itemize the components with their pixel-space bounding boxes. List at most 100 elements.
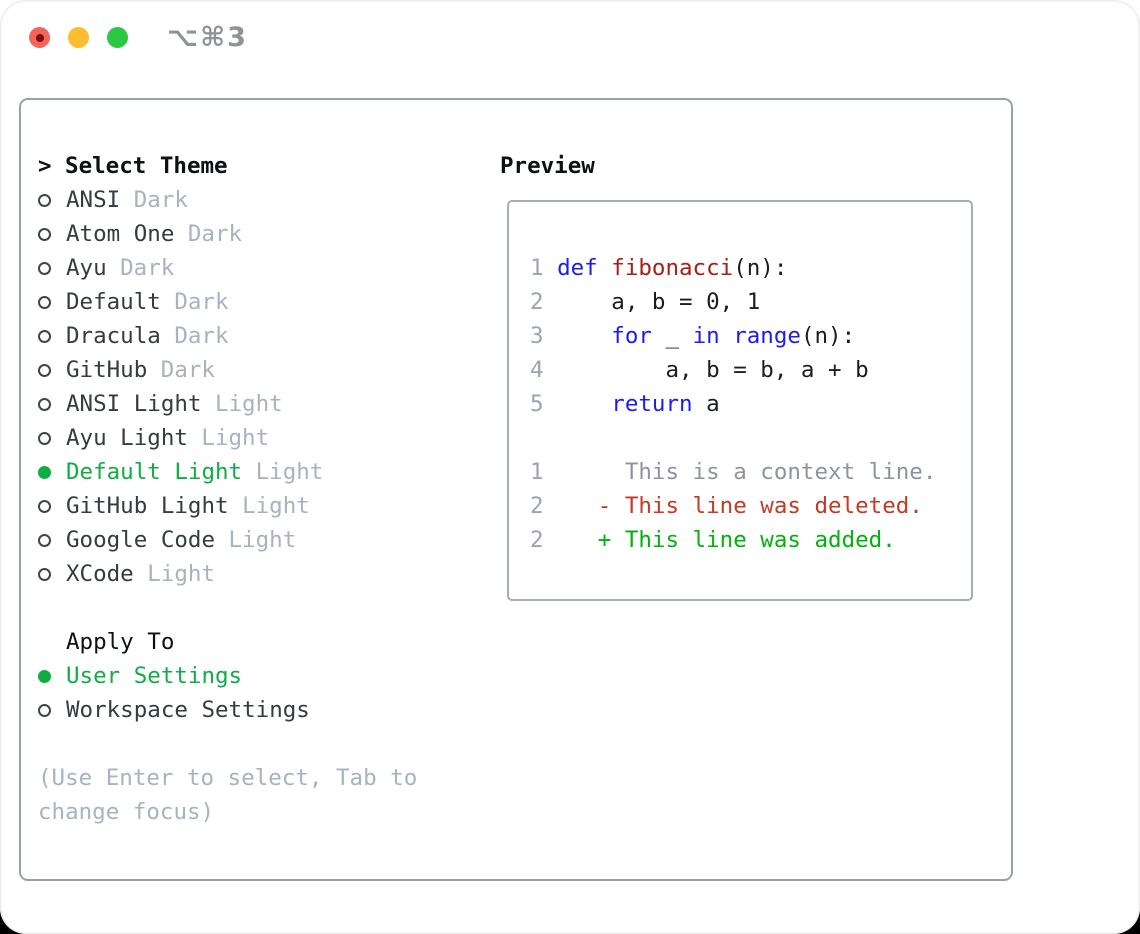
code-segment-context: This is a context line. <box>557 459 937 485</box>
minimize-button[interactable] <box>68 27 89 48</box>
theme-option-ansi[interactable]: ANSI Dark <box>38 183 417 217</box>
theme-option-github-light[interactable]: GitHub Light Light <box>38 489 417 523</box>
code-segment-plain: a, b = 0, 1 <box>557 289 761 315</box>
radio-icon <box>38 261 51 275</box>
theme-variant: Light <box>201 425 270 451</box>
hint-line-1: (Use Enter to select, Tab to <box>38 765 418 791</box>
radio-icon <box>38 193 51 207</box>
focus-caret-icon: > <box>38 153 52 179</box>
line-number: 1 <box>530 459 558 485</box>
select-theme-header: > Select Theme <box>38 149 417 183</box>
theme-variant: Dark <box>120 255 175 281</box>
theme-option-google-code[interactable]: Google Code Light <box>38 523 417 557</box>
code-line: 5 return a <box>530 387 971 421</box>
code-segment-kw: for <box>611 323 652 349</box>
theme-variant: Light <box>147 561 215 587</box>
code-segment-kw: in <box>692 323 720 349</box>
theme-name: GitHub Light <box>66 493 229 519</box>
theme-option-default-light[interactable]: Default Light Light <box>38 455 417 489</box>
theme-variant: Light <box>255 459 324 485</box>
code-segment-plain: _ <box>651 323 693 349</box>
code-segment-add: + This line was added. <box>557 527 896 553</box>
apply-option-label: Workspace Settings <box>66 697 310 723</box>
radio-icon <box>38 567 51 581</box>
code-segment-plain: (n): <box>800 323 856 349</box>
radio-selected-icon <box>38 465 51 479</box>
theme-option-default[interactable]: Default Dark <box>38 285 417 319</box>
hint-line-2: change focus) <box>38 799 215 825</box>
radio-icon <box>38 227 51 241</box>
theme-variant: Light <box>214 391 283 417</box>
theme-name: GitHub <box>66 357 148 383</box>
code-segment-kw: def <box>557 255 612 281</box>
theme-name: ANSI <box>66 187 121 213</box>
code-segment-plain: a, b = b, a + b <box>557 357 869 383</box>
code-segment-plain <box>557 323 611 349</box>
radio-icon <box>38 329 51 343</box>
line-number: 2 <box>530 493 558 519</box>
theme-variant: Dark <box>133 187 188 213</box>
line-number: 3 <box>530 323 558 349</box>
spacer <box>38 591 417 625</box>
preview-header: Preview <box>500 153 595 179</box>
code-line <box>530 421 971 455</box>
code-segment-del: - This line was deleted. <box>557 493 923 519</box>
theme-name: Default Light <box>66 459 243 485</box>
code-line: 4 a, b = b, a + b <box>530 353 971 387</box>
code-line: 2 a, b = 0, 1 <box>530 285 971 319</box>
apply-option-workspace-settings[interactable]: Workspace Settings <box>38 693 417 727</box>
code-segment-plain <box>720 323 734 349</box>
code-segment-plain: a <box>692 391 720 417</box>
code-line: 2 - This line was deleted. <box>530 489 971 523</box>
line-number: 5 <box>530 391 558 417</box>
radio-icon <box>38 533 51 547</box>
theme-variant: Light <box>242 493 310 519</box>
apply-option-user-settings[interactable]: User Settings <box>38 659 417 693</box>
theme-variant: Dark <box>160 357 215 383</box>
radio-icon <box>38 499 51 513</box>
code-line: 1 def fibonacci(n): <box>530 251 971 285</box>
theme-option-ansi-light[interactable]: ANSI Light Light <box>38 387 417 421</box>
spacer <box>38 727 417 761</box>
theme-name: Ayu <box>66 255 107 281</box>
theme-name: Default <box>66 289 161 315</box>
theme-option-ayu[interactable]: Ayu Dark <box>38 251 417 285</box>
theme-name: Ayu Light <box>66 425 188 451</box>
radio-selected-icon <box>38 669 51 683</box>
theme-option-ayu-light[interactable]: Ayu Light Light <box>38 421 417 455</box>
code-line: 3 for _ in range(n): <box>530 319 971 353</box>
theme-name: Google Code <box>66 527 216 553</box>
theme-name: XCode <box>66 561 134 587</box>
theme-name: Dracula <box>66 323 161 349</box>
traffic-lights <box>29 27 128 48</box>
select-theme-title: Select Theme <box>65 153 228 179</box>
theme-option-github[interactable]: GitHub Dark <box>38 353 417 387</box>
apply-to-title: Apply To <box>66 629 175 655</box>
radio-icon <box>38 703 51 717</box>
line-number: 2 <box>530 527 558 553</box>
theme-variant: Dark <box>174 289 229 315</box>
code-line: 1 This is a context line. <box>530 455 971 489</box>
theme-name: ANSI Light <box>66 391 202 417</box>
zoom-button[interactable] <box>107 27 128 48</box>
theme-variant: Dark <box>187 221 243 247</box>
window-shortcut-label: ⌥⌘3 <box>167 22 248 53</box>
code-segment-plain <box>557 391 611 417</box>
radio-icon <box>38 431 51 445</box>
radio-icon <box>38 397 51 411</box>
close-button[interactable] <box>29 27 50 48</box>
theme-variant: Light <box>228 527 297 553</box>
code-segment-kw: return <box>611 391 693 417</box>
line-number: 2 <box>530 289 558 315</box>
theme-option-xcode[interactable]: XCode Light <box>38 557 417 591</box>
apply-option-label: User Settings <box>66 663 243 689</box>
